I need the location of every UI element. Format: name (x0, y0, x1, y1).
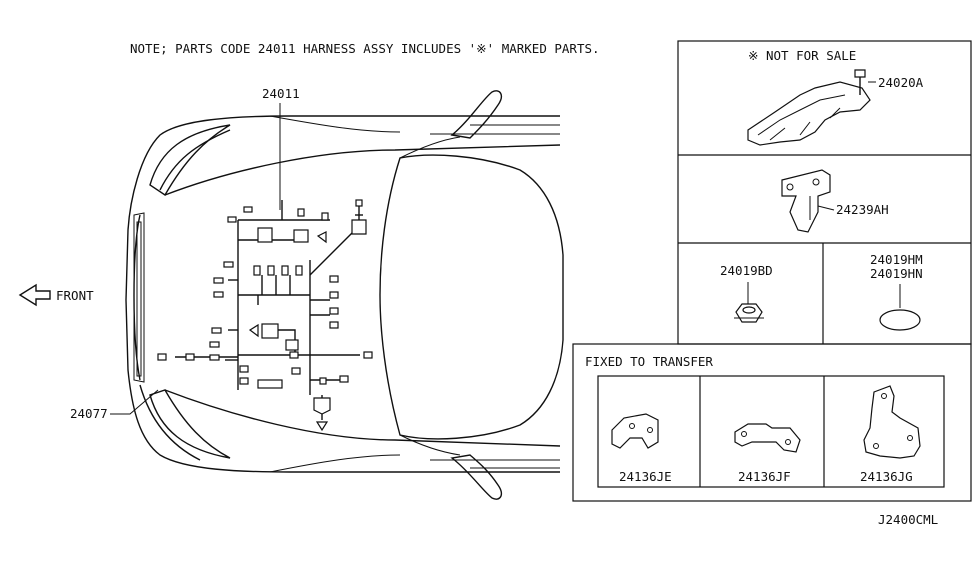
transfer-title: FIXED TO TRANSFER (585, 354, 713, 369)
not-for-sale-title: ※ NOT FOR SALE (748, 48, 856, 63)
grommet-part-2: 24019HN (870, 266, 923, 281)
transfer-bracket-3 (863, 385, 921, 459)
transfer-dividers (699, 376, 825, 487)
front-label: FRONT (56, 288, 94, 303)
note-text: NOTE; PARTS CODE 24011 HARNESS ASSY INCL… (130, 41, 600, 56)
lower-left-callout: 24077 (70, 406, 108, 421)
not-for-sale-part: 24020A (878, 75, 924, 90)
harness-protector-part (747, 69, 876, 146)
grommet-part-1: 24019HM (870, 252, 923, 267)
transfer-bracket-2 (734, 423, 801, 453)
transfer-bracket-1 (611, 413, 659, 449)
diagram-code: J2400CML (878, 512, 938, 527)
lower-left-leader-line (110, 389, 159, 415)
transfer-part-2: 24136JF (738, 469, 791, 484)
front-arrow-icon (18, 283, 51, 307)
transfer-part-3: 24136JG (860, 469, 913, 484)
nut-icon (734, 282, 764, 323)
transfer-inner-frame (597, 375, 945, 488)
transfer-panel (572, 343, 972, 502)
harness-callout: 24011 (262, 86, 300, 101)
transfer-part-1: 24136JE (619, 469, 672, 484)
nut-part: 24019BD (720, 263, 773, 278)
wiring-harness (157, 199, 373, 432)
bracket-part: 24239AH (836, 202, 889, 217)
car-body (125, 90, 564, 500)
grommet-icon (879, 284, 921, 331)
bracket-part-drawing (781, 169, 835, 233)
